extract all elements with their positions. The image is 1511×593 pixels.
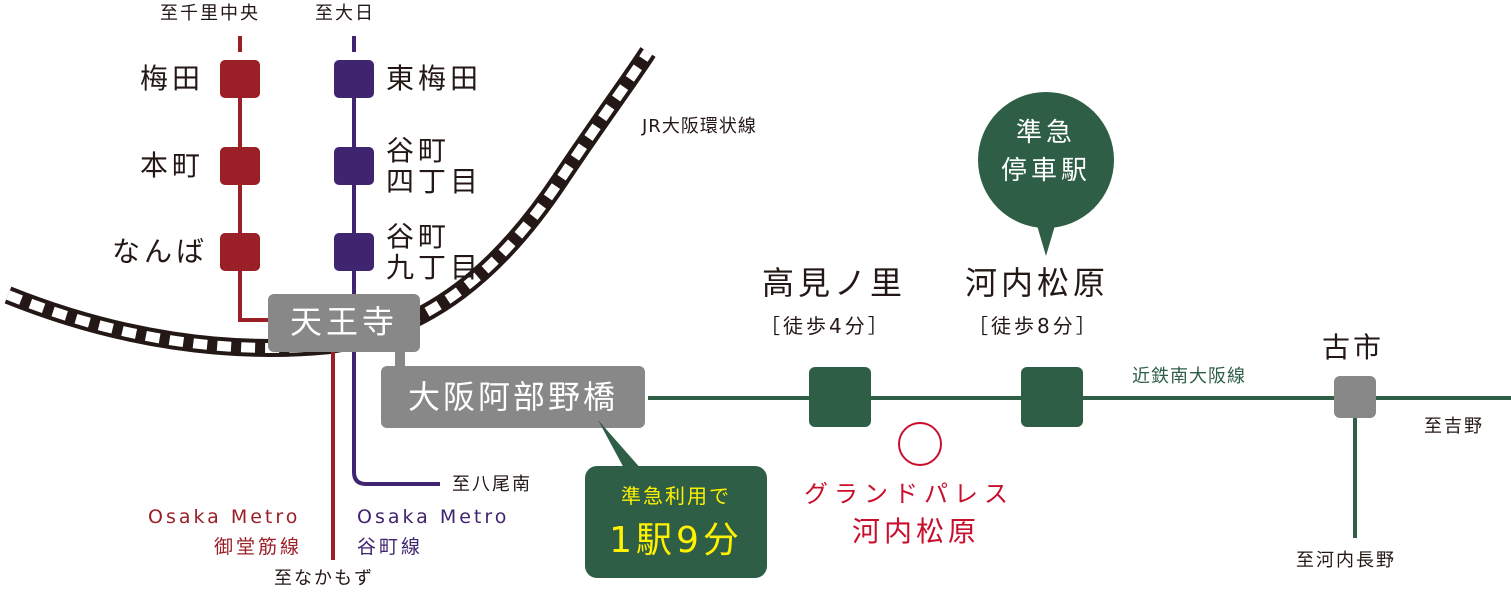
- tanimachi-station-yonchome: [334, 147, 374, 185]
- tennoji-label: 天王寺: [289, 303, 398, 341]
- property-marker-icon: [898, 422, 942, 466]
- station-kawachimatsubara-walk: ［徒歩8分］: [968, 314, 1099, 338]
- tanimachi-station-kyuchome: [334, 233, 374, 271]
- express-callout-pointer: [1036, 222, 1056, 256]
- station-furuichi-label: 古市: [1322, 331, 1385, 364]
- jr-loop-label: JR大阪環状線: [642, 116, 757, 137]
- station-higashiumeda-label: 東梅田: [386, 62, 483, 95]
- terminus-yoshino: 至吉野: [1424, 416, 1484, 437]
- jr-loop-line-dashes: [6, 49, 653, 353]
- station-umeda-label: 梅田: [140, 62, 205, 95]
- midosuji-terminus-top: 至千里中央: [160, 3, 260, 24]
- tanimachi-terminus-bottom: 至八尾南: [452, 474, 532, 495]
- station-takaminosato: [809, 367, 871, 427]
- midosuji-name-line1: Osaka Metro: [148, 506, 301, 528]
- station-yonchome-label-2: 四丁目: [386, 165, 483, 198]
- station-kawachimatsubara-label: 河内松原: [965, 264, 1110, 302]
- station-takaminosato-walk: ［徒歩4分］: [760, 314, 891, 338]
- tennoji-box: [268, 294, 420, 352]
- tanimachi-station-higashiumeda: [334, 60, 374, 98]
- midosuji-station-honmachi: [220, 147, 260, 185]
- abenobashi-box: [381, 366, 645, 428]
- station-honmachi-label: 本町: [140, 149, 205, 182]
- station-kyuchome-label-2: 九丁目: [386, 251, 483, 284]
- tanimachi-name-line1: Osaka Metro: [357, 506, 510, 528]
- midosuji-station-namba: [220, 233, 260, 271]
- station-furuichi: [1334, 376, 1376, 418]
- express-callout-circle: [978, 92, 1114, 228]
- station-kawachimatsubara: [1021, 367, 1083, 427]
- station-yonchome-label-1: 谷町: [386, 134, 451, 167]
- midosuji-station-umeda: [220, 60, 260, 98]
- station-kyuchome-label-1: 谷町: [386, 220, 451, 253]
- midosuji-name-line2: 御堂筋線: [214, 536, 303, 558]
- time-callout-pointer: [598, 420, 642, 470]
- tanimachi-name-line2: 谷町線: [357, 536, 424, 558]
- time-callout-line1: 準急利用で: [621, 484, 731, 508]
- tanimachi-terminus-top: 至大日: [315, 3, 375, 24]
- kintetsu-line-label: 近鉄南大阪線: [1132, 366, 1246, 387]
- express-callout-line2: 停車駅: [1000, 156, 1091, 186]
- station-takaminosato-label: 高見ノ里: [762, 264, 907, 302]
- express-callout-line1: 準急: [1015, 118, 1076, 148]
- terminus-kawachinagano: 至河内長野: [1296, 550, 1396, 571]
- time-callout-line2: 1駅9分: [609, 520, 743, 561]
- terminus-nakamozu: 至なかもず: [274, 568, 374, 589]
- station-namba-label: なんば: [112, 235, 209, 268]
- abenobashi-label: 大阪阿部野橋: [407, 378, 618, 416]
- time-callout-box: [585, 466, 767, 578]
- property-name-line1: グランドパレス: [804, 480, 1014, 508]
- property-name-line2: 河内松原: [852, 515, 981, 548]
- tanimachi-line-south: [352, 350, 440, 486]
